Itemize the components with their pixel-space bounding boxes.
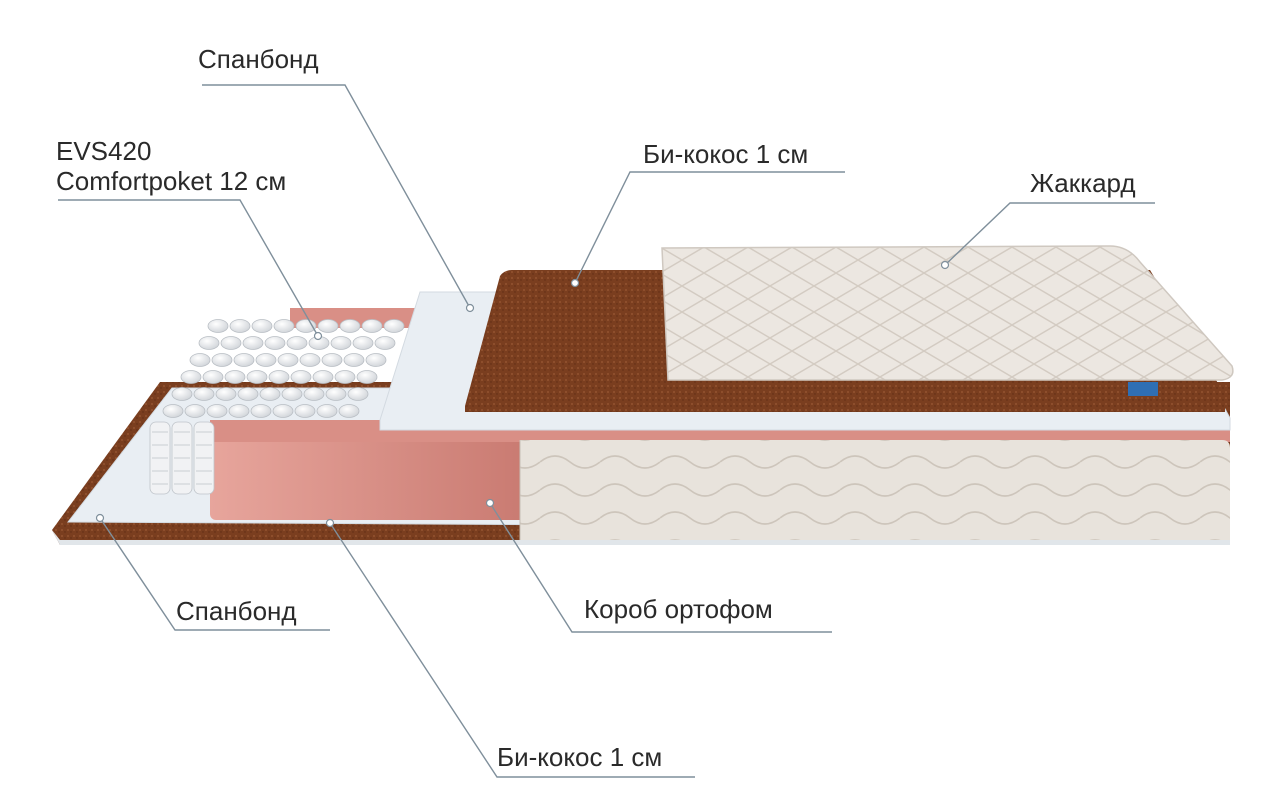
- spring-top: [215, 387, 237, 401]
- spring-top: [246, 370, 268, 384]
- spring-top: [330, 336, 352, 350]
- label-evs-line2: Comfortpoket 12 см: [56, 166, 287, 196]
- spring-top: [184, 404, 206, 418]
- spring-top: [277, 353, 299, 367]
- spring-top: [361, 319, 383, 333]
- leader-lines: [58, 84, 1155, 778]
- spring-top: [193, 387, 215, 401]
- label-jacquard: Жаккард: [1030, 168, 1136, 198]
- spring-top: [365, 353, 387, 367]
- spring-top: [171, 387, 193, 401]
- brand-tag-icon: [1128, 382, 1158, 396]
- mattress-side-jacquard: [519, 440, 1230, 540]
- spring-top: [242, 336, 264, 350]
- label-spunbond-top: Спанбонд: [198, 44, 319, 74]
- spring-top: [286, 336, 308, 350]
- spring-top: [338, 404, 360, 418]
- spring-top: [233, 353, 255, 367]
- spring-top: [316, 404, 338, 418]
- label-bicocos-bottom: Би-кокос 1 см: [497, 742, 663, 772]
- spring-top: [224, 370, 246, 384]
- spring-top: [347, 387, 369, 401]
- spring-top: [229, 319, 251, 333]
- spring-top: [228, 404, 250, 418]
- leader-dots: [95, 260, 950, 528]
- spring-top: [264, 336, 286, 350]
- label-box-orthofoam: Короб ортофом: [584, 594, 773, 624]
- spring-top: [211, 353, 233, 367]
- spring-top: [352, 336, 374, 350]
- spring-top: [356, 370, 378, 384]
- spring-top: [180, 370, 202, 384]
- spring-top: [255, 353, 277, 367]
- spring-top: [189, 353, 211, 367]
- spring-top: [281, 387, 303, 401]
- spring-top: [272, 404, 294, 418]
- spring-top: [321, 353, 343, 367]
- spring-top: [334, 370, 356, 384]
- spring-top: [343, 353, 365, 367]
- spring-top: [374, 336, 396, 350]
- spring-top: [198, 336, 220, 350]
- jacquard-top-cover: [661, 245, 1234, 396]
- spring-top: [273, 319, 295, 333]
- spring-top: [220, 336, 242, 350]
- spring-top: [312, 370, 334, 384]
- spring-top: [339, 319, 361, 333]
- spring-top: [290, 370, 312, 384]
- spring-top: [207, 319, 229, 333]
- spring-top: [251, 319, 273, 333]
- label-evs-line1: EVS420: [56, 136, 152, 166]
- spring-top: [299, 353, 321, 367]
- spring-top: [294, 404, 316, 418]
- spring-top: [237, 387, 259, 401]
- spring-top: [202, 370, 224, 384]
- label-spunbond-bottom: Спанбонд: [176, 596, 297, 626]
- spring-top: [325, 387, 347, 401]
- spring-top: [162, 404, 184, 418]
- spring-top: [250, 404, 272, 418]
- spring-top: [317, 319, 339, 333]
- spring-top: [259, 387, 281, 401]
- label-bicocos-top: Би-кокос 1 см: [643, 139, 809, 169]
- spring-top: [268, 370, 290, 384]
- spring-top: [206, 404, 228, 418]
- spring-top: [383, 319, 405, 333]
- spring-top: [303, 387, 325, 401]
